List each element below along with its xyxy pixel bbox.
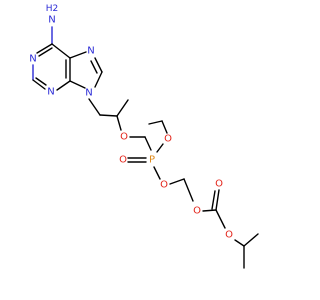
bond-c6-n1-double (38, 47, 53, 57)
bond-o-isopropyl (234, 239, 245, 247)
bond-carbonyl-double-2 (211, 190, 216, 210)
ethoxy-o-label: O (164, 134, 172, 145)
carbonate-o2-label: O (225, 230, 233, 241)
carbonate-o1-label: O (193, 206, 201, 217)
bond-carbonyl-o (215, 209, 226, 229)
bond-n7-c8-double (90, 60, 98, 74)
bond-isopropyl-1 (243, 233, 259, 247)
bond-ch2-ch (99, 114, 118, 117)
bond-c2-n3 (32, 79, 46, 90)
bond-c5-n7 (69, 51, 87, 59)
bond-ch-methyl (116, 99, 129, 117)
bond-n7-c8 (94, 57, 103, 73)
atom-labels: N H2 N N N N O P O O O O O O (29, 4, 233, 241)
bond-ester-ch2 (169, 178, 185, 185)
purine-n9-label: N (85, 88, 92, 99)
amine-n-label: N (48, 15, 55, 26)
bond-n3-c4 (56, 80, 71, 91)
bond-carbonyl-double (215, 189, 220, 211)
bond-p-o-ester (153, 166, 161, 180)
bond-n9-c4 (69, 80, 86, 89)
bond-c5-c6 (51, 43, 71, 59)
phosphorus-label: P (149, 155, 155, 166)
ether-o-label: O (120, 132, 128, 143)
ester-o-label: O (160, 180, 168, 191)
bond-c2-n3-double (35, 77, 47, 86)
molecule-diagram: N H2 N N N N O P O O O O O O (29, 4, 259, 269)
bond-p-o-ethoxy (156, 143, 164, 153)
purine-n3-label: N (47, 87, 54, 98)
bond-ch2-o (183, 178, 194, 202)
bond-ch-o (116, 115, 122, 131)
bonds (32, 26, 259, 269)
amine-h2-label: H2 (46, 4, 59, 14)
purine-n7-label: N (87, 46, 94, 57)
bond-c8-n9 (94, 71, 103, 88)
bond-ethyl (148, 120, 163, 125)
bond-ethoxy-ch2 (161, 120, 168, 134)
bond-c6-n1 (36, 43, 53, 54)
structure-drawing: N H2 N N N N O P O O O O O O (29, 4, 259, 269)
bond-n9-ch2 (88, 98, 101, 116)
bond-ch2-p (144, 136, 152, 151)
bond-o-carbonyl (202, 209, 217, 212)
phosphoryl-o-label: O (119, 155, 127, 166)
carbonate-carbonyl-o-label: O (215, 179, 223, 190)
purine-n1-label: N (29, 54, 36, 65)
